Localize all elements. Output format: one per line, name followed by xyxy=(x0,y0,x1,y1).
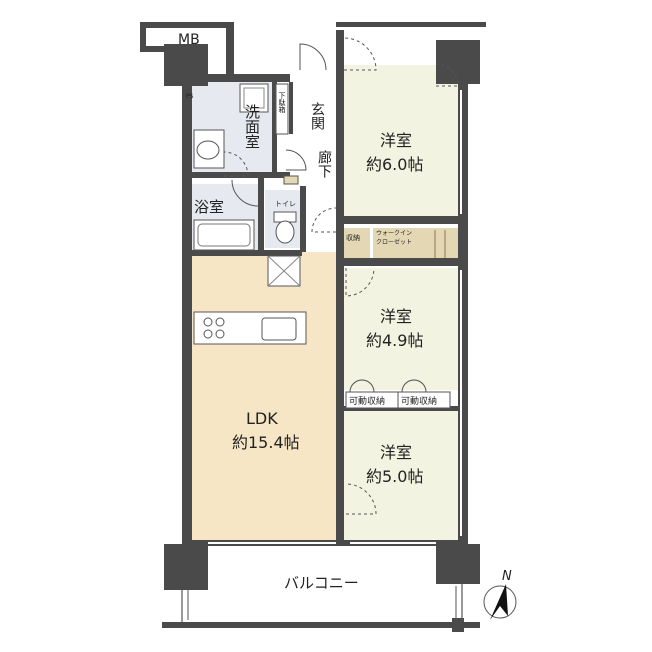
door-room1-b xyxy=(435,63,459,87)
label-room1-size: 約6.0帖 xyxy=(366,155,423,174)
washbasin xyxy=(193,129,225,169)
fridge-space xyxy=(267,255,301,287)
label-storage: 収納 xyxy=(346,233,360,242)
wall-mb-top xyxy=(140,22,226,28)
room-1-area xyxy=(343,65,458,217)
wall-mb-right xyxy=(226,22,234,78)
label-room3-name: 洋室 xyxy=(380,443,412,462)
door-room1 xyxy=(343,37,377,71)
label-room1-name: 洋室 xyxy=(380,131,412,150)
label-toilet: トイレ xyxy=(275,200,296,208)
column-bottom-left xyxy=(164,544,208,590)
wall-entrance-left xyxy=(289,82,293,134)
north-arrow-icon xyxy=(490,584,508,620)
label-rouka: 廊下 xyxy=(316,149,332,178)
door-room2 xyxy=(345,267,375,297)
label-room3-size: 約5.0帖 xyxy=(366,467,423,486)
door-entrance xyxy=(299,43,327,71)
wall-room1-bottom xyxy=(336,216,466,224)
wall-center xyxy=(336,30,344,546)
label-room2-size: 約4.9帖 xyxy=(366,331,423,350)
windows xyxy=(208,90,462,544)
hall-cabinet xyxy=(283,175,299,185)
door-wash xyxy=(223,151,249,177)
room-2-area xyxy=(343,268,458,390)
wall-wash-bottom xyxy=(182,172,290,178)
label-movable-2: 可動収納 xyxy=(401,395,437,407)
label-ldk-name: LDK xyxy=(246,409,278,428)
ldk-area xyxy=(192,252,340,542)
wall-mb-left xyxy=(140,22,146,52)
label-balcony: バルコニー xyxy=(284,574,359,592)
north-arrow: N xyxy=(483,569,517,620)
door-toilet xyxy=(285,149,307,171)
entrance-area xyxy=(292,84,338,184)
wall-right xyxy=(458,60,468,548)
washing-machine-pan xyxy=(239,83,269,113)
wall-toilet-right xyxy=(300,186,306,252)
label-wic-1: ウォークイン xyxy=(376,229,412,237)
label-shoebox: 下駄箱 xyxy=(278,92,286,114)
label-mb: MB xyxy=(178,32,200,48)
door-bath xyxy=(231,179,259,207)
toilet-bowl xyxy=(273,211,297,244)
door-room3 xyxy=(345,483,377,515)
label-room2-name: 洋室 xyxy=(380,307,412,326)
column-bottom-right xyxy=(436,544,480,584)
kitchen-counter xyxy=(193,311,307,345)
closet-doors xyxy=(349,379,427,393)
column-top-right xyxy=(436,40,480,84)
label-genkan: 玄関 xyxy=(309,101,325,131)
wic-area xyxy=(373,228,458,258)
label-wic-2: クローゼット xyxy=(376,238,412,246)
label-ps: PS xyxy=(186,93,194,100)
balcony-post xyxy=(452,618,464,632)
wall-ldk-top xyxy=(182,250,302,256)
wall-left xyxy=(182,68,192,548)
wall-top-left xyxy=(182,74,290,82)
balcony-rail xyxy=(162,622,480,628)
column-top-left xyxy=(164,44,208,86)
door-ldk xyxy=(311,207,337,233)
wall-wic-bottom xyxy=(336,258,466,266)
storage-area xyxy=(343,228,370,258)
label-washroom: 洗面室 xyxy=(243,104,261,149)
label-ldk-size: 約15.4帖 xyxy=(232,433,300,452)
room-3-area xyxy=(343,410,458,540)
wall-top-right xyxy=(336,22,486,27)
label-bath: 浴室 xyxy=(194,198,224,216)
wall-wash-right xyxy=(272,82,277,174)
bathtub xyxy=(193,219,255,251)
shoebox xyxy=(275,83,289,135)
label-movable-1: 可動収納 xyxy=(349,395,385,407)
wall-bath-right xyxy=(258,178,264,254)
movable-storage-2 xyxy=(397,391,451,409)
compass-label: N xyxy=(502,569,512,584)
